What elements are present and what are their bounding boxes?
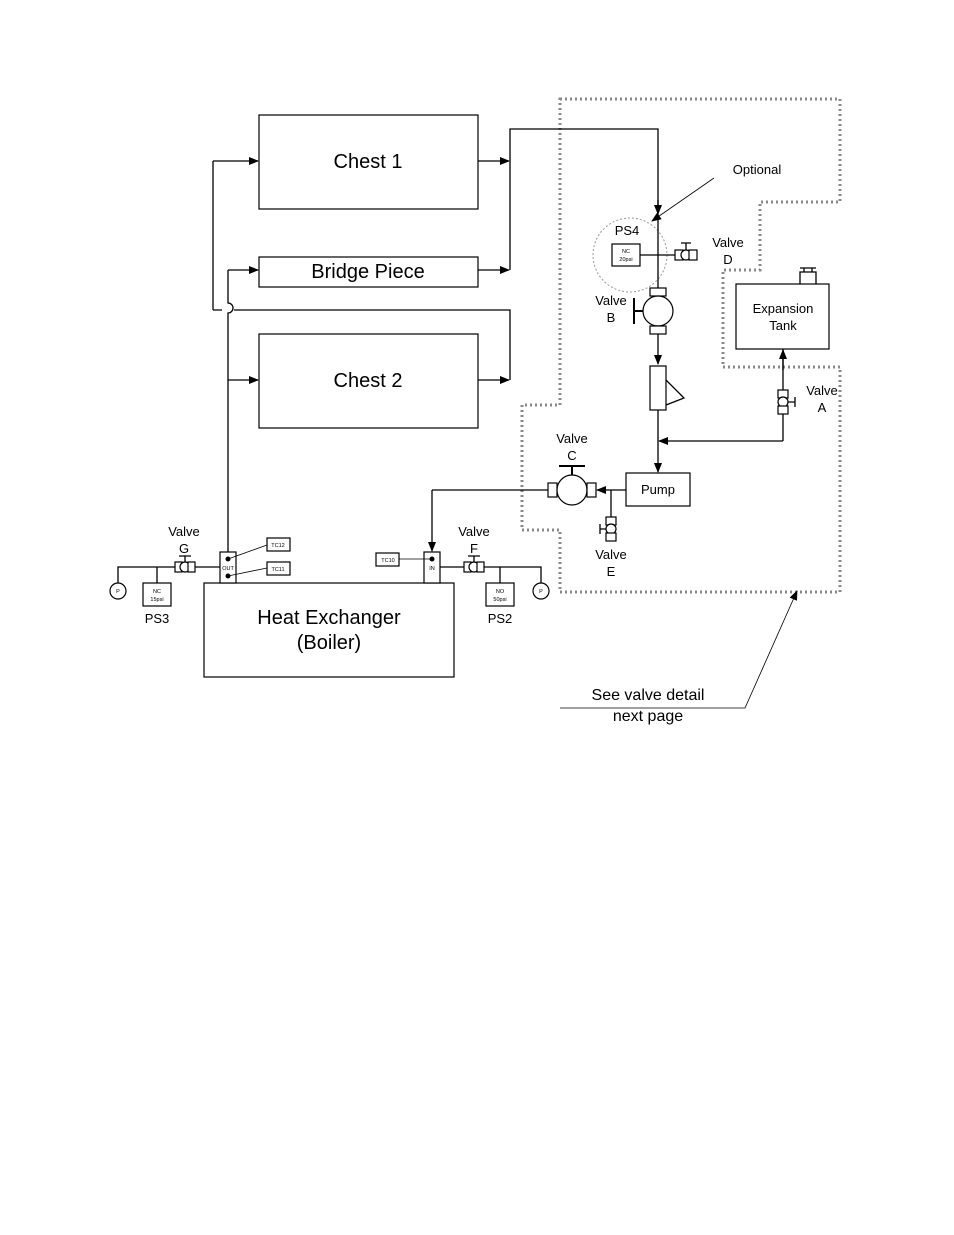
valve-d-word: Valve [712,235,744,250]
ps3-switch: NC 15psi [143,583,171,606]
valve-a-symbol [778,390,795,414]
svg-text:P: P [116,589,120,595]
svg-text:NC: NC [622,249,630,255]
valve-a-word: Valve [806,383,838,398]
valve-c-word: Valve [556,431,588,446]
valve-f-symbol [464,556,484,572]
valve-f-word: Valve [458,524,490,539]
svg-text:TC11: TC11 [271,567,284,573]
pump-label: Pump [641,482,675,497]
svg-text:50psi: 50psi [493,597,506,603]
valve-g-letter: G [179,541,189,556]
valve-g-symbol [175,556,195,572]
expansion-tank-sublabel: Tank [769,318,797,333]
see-detail-label: See valve detail [592,687,705,704]
heat-exchanger-sublabel: (Boiler) [297,632,361,654]
valve-d-letter: D [723,252,732,267]
valve-g-word: Valve [168,524,200,539]
valve-c-letter: C [567,448,576,463]
expansion-tank: Expansion Tank [736,268,829,349]
out-port-label: OUT [222,566,234,572]
valve-d-symbol [675,243,697,260]
bridge-piece: Bridge Piece [259,257,478,287]
valve-e-word: Valve [595,547,627,562]
chest-2: Chest 2 [259,334,478,428]
svg-text:TC12: TC12 [271,543,284,549]
valve-b-symbol [634,288,673,334]
valve-c-symbol [548,466,596,505]
ps4-switch: NC 20psi [612,244,640,266]
svg-text:15psi: 15psi [150,597,163,603]
see-detail-sublabel: next page [613,708,683,725]
ps2-switch: NO 50psi [486,583,514,606]
supply-riser [228,270,233,552]
bridge-piece-label: Bridge Piece [311,261,424,283]
ps4-label: PS4 [615,223,640,238]
in-port: IN [424,552,440,583]
svg-text:NO: NO [496,589,505,595]
strainer-symbol [650,366,684,410]
chest-2-label: Chest 2 [334,370,403,392]
expansion-tank-label: Expansion [753,301,814,316]
svg-text:P: P [539,589,543,595]
ps2-label: PS2 [488,611,513,626]
heat-exchanger-label: Heat Exchanger [257,607,401,629]
valve-e-letter: E [607,564,616,579]
in-port-label: IN [429,566,435,572]
tc11-sensor: TC11 [228,562,290,576]
valve-a-letter: A [818,400,827,415]
svg-text:TC10: TC10 [381,558,394,564]
pump: Pump [626,473,690,506]
valve-b-word: Valve [595,293,627,308]
tc12-sensor: TC12 [228,538,290,559]
chest-1-label: Chest 1 [334,151,403,173]
optional-label: Optional [733,162,782,177]
ps3-label: PS3 [145,611,170,626]
chest-1: Chest 1 [259,115,478,209]
svg-text:20psi: 20psi [619,257,632,263]
heat-exchanger: Heat Exchanger (Boiler) [204,583,454,677]
valve-f-letter: F [470,541,478,556]
svg-text:NC: NC [153,589,161,595]
valve-b-letter: B [607,310,616,325]
valve-e-symbol [600,517,616,541]
